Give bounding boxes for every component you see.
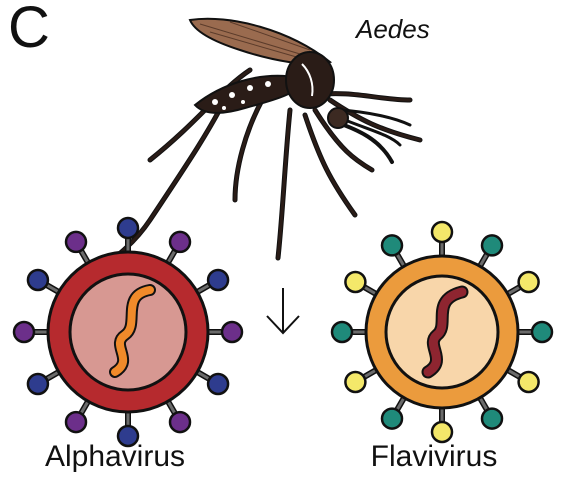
mosquito-body — [190, 19, 348, 128]
spike-head — [28, 270, 48, 290]
spike-head — [482, 409, 502, 429]
spike-head — [222, 322, 242, 342]
spike-head — [345, 372, 365, 392]
spike-head — [382, 235, 402, 255]
spike-head — [382, 409, 402, 429]
spike-head — [519, 272, 539, 292]
spike-head — [28, 374, 48, 394]
spike-head — [432, 222, 452, 242]
alphavirus-particle-icon — [14, 218, 242, 446]
arrow-down-icon — [267, 288, 299, 333]
spike-head — [432, 422, 452, 442]
spike-head — [170, 412, 190, 432]
spike-head — [66, 232, 86, 252]
flavivirus-particle-icon — [332, 222, 552, 442]
spike-head — [66, 412, 86, 432]
spike-head — [208, 374, 228, 394]
spike-head — [482, 235, 502, 255]
spike-head — [118, 218, 138, 238]
spike-head — [208, 270, 228, 290]
spike-head — [345, 272, 365, 292]
alphavirus-label: Alphavirus — [15, 440, 215, 474]
spike-head — [519, 372, 539, 392]
spike-head — [332, 322, 352, 342]
spike-head — [14, 322, 34, 342]
spike-head — [170, 232, 190, 252]
spike-head — [532, 322, 552, 342]
flavivirus-label: Flavivirus — [334, 440, 534, 474]
